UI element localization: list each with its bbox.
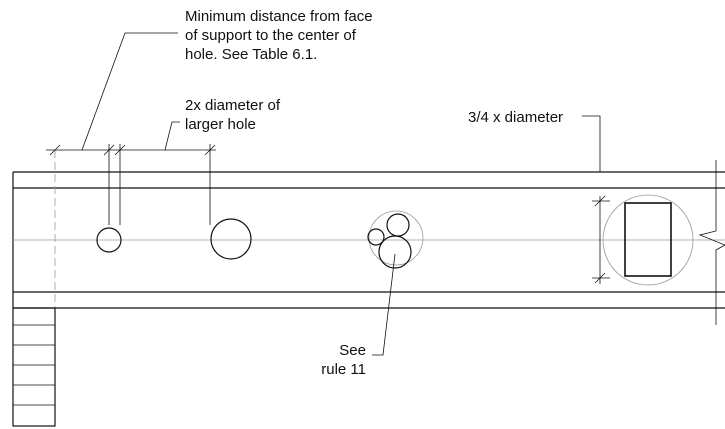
two-x-leader <box>164 121 180 151</box>
three-quarter-diameter-note: 3/4 x diameter <box>468 109 564 126</box>
min-distance-note: Minimum distance from face of support to… <box>185 8 373 63</box>
bottom-flange <box>12 291 725 309</box>
two-x-diameter-note: 2x diameter of larger hole <box>185 97 281 133</box>
dimension-line <box>46 144 216 156</box>
three-quarter-dimension <box>582 115 610 284</box>
large-hole <box>210 218 252 260</box>
support-block <box>12 307 56 427</box>
extension-lines <box>108 144 211 225</box>
see-rule-leader <box>372 253 396 356</box>
see-rule-note: See rule 11 <box>321 342 366 378</box>
break-line <box>698 160 725 325</box>
min-distance-leader <box>81 32 178 151</box>
small-hole <box>96 227 122 253</box>
rectangular-hole <box>602 194 694 286</box>
top-flange <box>12 171 725 189</box>
hole-cluster <box>367 210 424 269</box>
